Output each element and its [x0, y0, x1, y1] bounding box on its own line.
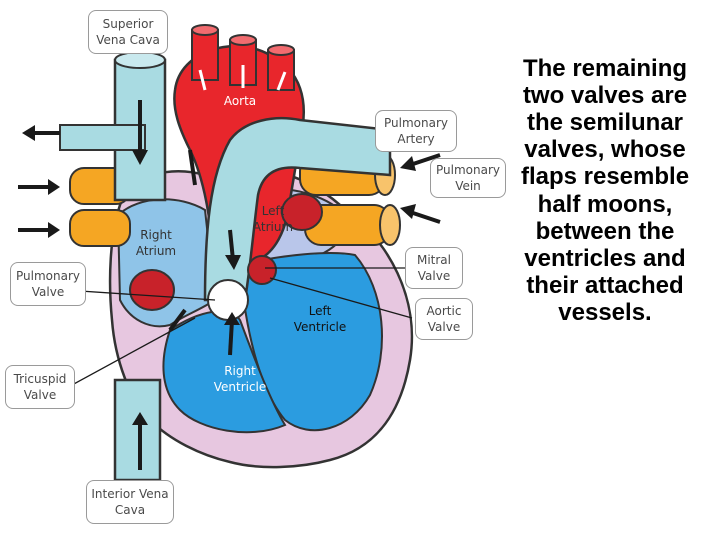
heart-diagram [18, 24, 441, 482]
label-left-ventricle: Left Ventricle [293, 304, 347, 334]
label-right-atrium: Right Atrium [135, 228, 177, 258]
aorta-branch-1 [191, 29, 219, 81]
label-left-atrium: Left Atrium [252, 204, 294, 234]
label-tricuspid-valve: Tricuspid Valve [5, 365, 75, 409]
label-right-ventricle: Right Ventricle [213, 364, 267, 394]
label-pulmonary-vein: Pulmonary Vein [430, 158, 506, 198]
caption-text: The remaining two valves are the semilun… [520, 55, 690, 326]
mitral-valve-ring [247, 255, 277, 285]
label-aorta: Aorta [223, 94, 257, 108]
left-atrium-valve-red [281, 193, 323, 231]
inferior-vena-cava [113, 378, 162, 482]
pulmonary-artery-vessel [203, 116, 392, 302]
aorta-arrows [198, 65, 287, 91]
right-atrium-chamber [116, 198, 217, 328]
pointer-lines [64, 267, 413, 386]
label-aortic-valve: Aortic Valve [415, 298, 473, 340]
pulmonary-valve-red [129, 269, 175, 311]
label-mitral-valve: Mitral Valve [405, 247, 463, 289]
label-superior-vena-cava: Superior Vena Cava [88, 10, 168, 54]
label-pulmonary-valve: Pulmonary Valve [10, 262, 86, 306]
flow-arrows [18, 100, 441, 470]
label-pulmonary-artery: Pulmonary Artery [375, 110, 457, 152]
label-inferior-vena-cava: Interior Vena Cava [86, 480, 174, 524]
